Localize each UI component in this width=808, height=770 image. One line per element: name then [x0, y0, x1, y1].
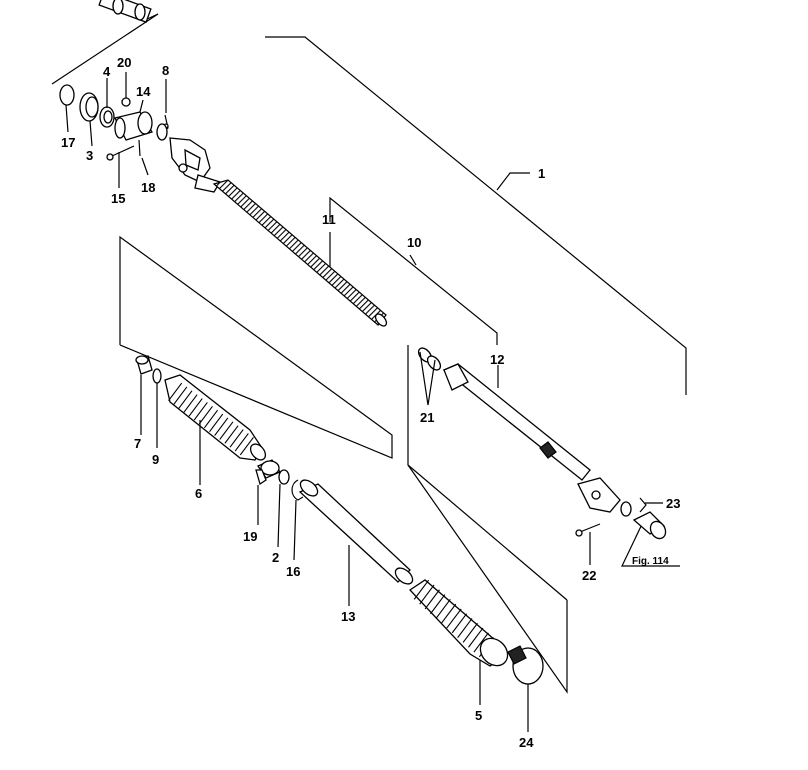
universal-joint-upper	[156, 123, 221, 193]
part-2-ring	[278, 469, 290, 485]
part-9-ring	[152, 368, 162, 384]
part-12-shaft	[442, 363, 632, 517]
label-part-22: 22	[582, 568, 596, 583]
label-part-24: 24	[519, 735, 534, 750]
part-21-rings	[417, 347, 442, 371]
boot-rib	[203, 409, 219, 429]
boot-rib	[446, 608, 462, 629]
boot-rib	[457, 618, 473, 639]
part-22-bolt	[575, 523, 601, 537]
figure-reference[interactable]: Fig. 114	[632, 556, 669, 567]
boot-rib	[413, 579, 430, 600]
boot-rib	[473, 632, 489, 653]
assembly-brackets	[51, 13, 687, 694]
boot-rib	[451, 613, 468, 634]
part-5-boot	[409, 579, 509, 667]
label-part-7: 7	[134, 436, 141, 451]
callout-labels: 1 2 3 4 5 6 7 8 9 10 11 12 13 14 15 16 1…	[61, 55, 680, 750]
label-part-14: 14	[136, 84, 151, 99]
label-part-20: 20	[117, 55, 131, 70]
boot-rib	[209, 413, 224, 433]
label-part-8: 8	[162, 63, 169, 78]
boot-rib	[193, 402, 208, 421]
label-part-23: 23	[666, 496, 680, 511]
part-6-boot	[164, 374, 267, 461]
label-part-6: 6	[195, 486, 202, 501]
boot-rib	[219, 421, 234, 440]
part-7-bushing	[135, 355, 153, 375]
part-15-bolt	[106, 145, 135, 161]
label-part-1: 1	[538, 166, 545, 181]
part-20-ball	[121, 97, 131, 107]
boot-rib	[435, 598, 451, 619]
boot-rib	[462, 622, 478, 643]
part-4-seal	[99, 106, 115, 128]
label-part-10: 10	[407, 235, 421, 250]
boot-rib	[440, 603, 457, 624]
boot-rib	[173, 386, 188, 405]
label-part-2: 2	[272, 550, 279, 565]
label-part-18: 18	[141, 180, 155, 195]
label-part-19: 19	[243, 529, 257, 544]
boot-rib	[183, 394, 198, 413]
part-18-pin	[138, 139, 141, 157]
part-23-clip	[639, 497, 647, 513]
boot-rib	[419, 584, 435, 605]
label-part-13: 13	[341, 609, 355, 624]
label-part-12: 12	[490, 352, 504, 367]
boot-rib	[468, 627, 484, 648]
boot-rib	[424, 589, 440, 610]
boot-rib	[239, 436, 254, 456]
part-16-clip	[291, 479, 304, 501]
part-24-clamp	[507, 645, 544, 685]
boot-rib	[430, 594, 446, 615]
boot-rib	[234, 433, 249, 452]
boot-rib	[198, 405, 213, 425]
boot-rib	[224, 425, 239, 444]
boot-rib	[188, 398, 203, 417]
label-part-4: 4	[103, 64, 111, 79]
part-3-bearing	[79, 92, 99, 122]
callout-leaders	[65, 72, 663, 732]
part-19-clamp	[255, 459, 281, 486]
boot-rib	[229, 429, 244, 448]
fig114-spline-stub	[632, 511, 667, 540]
label-part-3: 3	[86, 148, 93, 163]
boot-rib	[178, 390, 193, 409]
top-shaft-end	[98, 0, 152, 23]
part-13-tube	[298, 479, 414, 585]
label-part-16: 16	[286, 564, 300, 579]
label-part-15: 15	[111, 191, 125, 206]
label-part-11: 11	[322, 212, 336, 227]
label-part-21: 21	[420, 410, 434, 425]
boot-rib	[214, 417, 229, 436]
label-part-17: 17	[61, 135, 75, 150]
boot-rib	[168, 382, 183, 402]
label-part-9: 9	[152, 452, 159, 467]
part-17-ring	[59, 84, 75, 106]
part-11-splined-shaft	[212, 179, 388, 327]
label-part-5: 5	[475, 708, 482, 723]
part-14-yoke	[114, 111, 153, 141]
